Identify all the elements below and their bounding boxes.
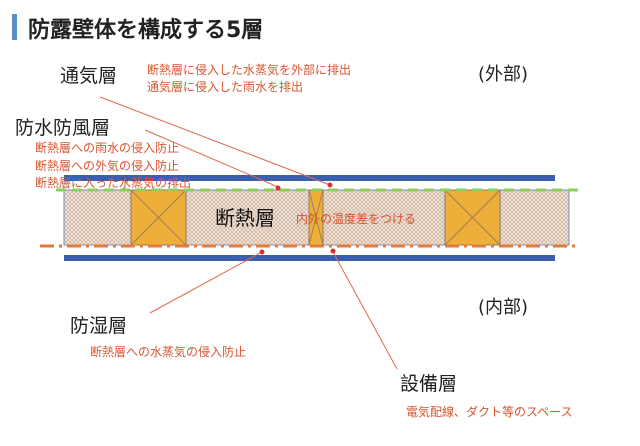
interior-board bbox=[64, 255, 555, 261]
waterproof-desc: 断熱層への外気の侵入防止 bbox=[35, 158, 179, 173]
ventilation-layer-label: 通気層 bbox=[60, 65, 117, 87]
stud bbox=[130, 189, 187, 246]
ventilation-desc: 通気層に侵入した雨水を排出 bbox=[147, 79, 303, 94]
exterior-board bbox=[64, 175, 555, 181]
service-desc: 電気配線、ダクト等のスペース bbox=[406, 404, 573, 419]
stud bbox=[444, 189, 501, 246]
insulation-desc: 内外の温度差をつける bbox=[296, 211, 416, 226]
waterproof-layer-label: 防水防風層 bbox=[15, 117, 110, 139]
service-layer-label: 設備層 bbox=[400, 373, 457, 395]
waterproof-desc: 断熱層への雨水の侵入防止 bbox=[35, 140, 179, 155]
title-accent-bar bbox=[12, 14, 17, 40]
page-title: 防露壁体を構成する5層 bbox=[28, 17, 263, 43]
exterior-label: (外部) bbox=[478, 64, 528, 85]
waterproof-desc: 断熱層に入った水蒸気の排出 bbox=[35, 175, 191, 190]
ventilation-desc: 断熱層に侵入した水蒸気を外部に排出 bbox=[147, 62, 351, 77]
leader-lines bbox=[99, 96, 398, 370]
leader-dots bbox=[259, 182, 336, 255]
stud bbox=[308, 189, 324, 246]
interior-label: (内部) bbox=[478, 297, 528, 318]
vapor-barrier-label: 防湿層 bbox=[70, 315, 127, 337]
insulation-label: 断熱層 bbox=[215, 206, 275, 230]
vapor-barrier-desc: 断熱層への水蒸気の侵入防止 bbox=[90, 344, 246, 359]
